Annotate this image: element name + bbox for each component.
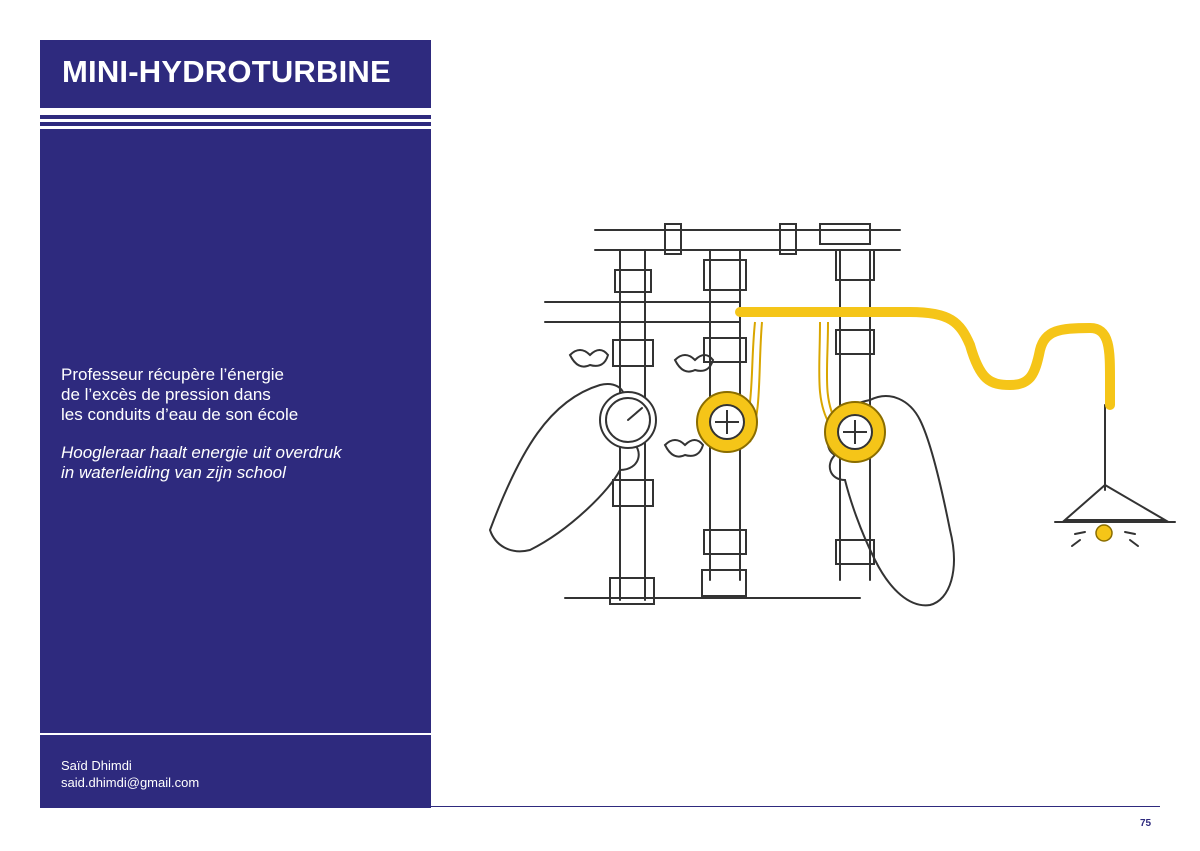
description: Professeur récupère l’énergie de l’excès… <box>61 365 421 483</box>
page-number: 75 <box>1140 818 1152 829</box>
footer-rule <box>431 806 1160 807</box>
title-rule-top <box>40 115 431 119</box>
title-rule-bottom <box>40 122 431 126</box>
panel-divider <box>40 733 431 735</box>
description-dutch: Hoogleraar haalt energie uit overdruk in… <box>61 443 342 482</box>
side-panel: Professeur récupère l’énergie de l’excès… <box>40 129 431 808</box>
hydroturbine-illustration <box>488 223 1176 607</box>
turbine-right <box>824 401 886 463</box>
title-banner: MINI-HYDROTURBINE <box>40 40 431 108</box>
turbine-left <box>696 391 758 453</box>
description-french: Professeur récupère l’énergie de l’excès… <box>61 365 299 424</box>
author-block: Saïd Dhimdi said.dhimdi@gmail.com <box>61 757 199 791</box>
author-name: Saïd Dhimdi <box>61 758 132 773</box>
page-title: MINI-HYDROTURBINE <box>62 54 391 89</box>
author-email: said.dhimdi@gmail.com <box>61 775 200 790</box>
